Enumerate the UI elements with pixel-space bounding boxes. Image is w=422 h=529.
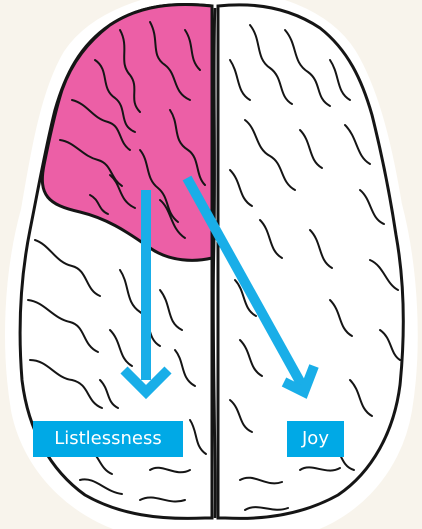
joy-label: Joy <box>287 421 344 457</box>
central-fissure <box>213 8 215 518</box>
listlessness-label: Listlessness <box>33 421 183 457</box>
